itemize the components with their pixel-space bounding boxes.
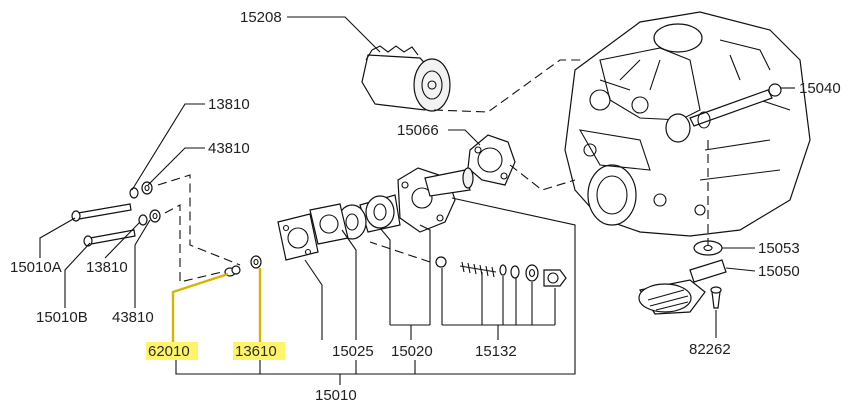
label-43810-top[interactable]: 43810 <box>208 140 250 157</box>
label-15025[interactable]: 15025 <box>332 343 374 360</box>
label-15020[interactable]: 15020 <box>391 343 433 360</box>
leader-lines <box>39 16 795 385</box>
highlight-62010-bg <box>146 342 198 360</box>
label-15208[interactable]: 15208 <box>240 9 282 26</box>
label-13810-mid[interactable]: 13810 <box>86 259 128 276</box>
label-15132[interactable]: 15132 <box>475 343 517 360</box>
oil-filter-part <box>361 45 451 112</box>
label-62010[interactable]: 62010 <box>148 343 190 360</box>
highlight-callout-lines <box>171 268 262 342</box>
label-82262[interactable]: 82262 <box>689 341 731 358</box>
label-13610[interactable]: 13610 <box>235 343 277 360</box>
assembly-dashed-lines <box>157 59 709 283</box>
oil-strainer-part <box>638 240 727 315</box>
oil-pump-assembly <box>277 167 567 287</box>
bolts-and-washers <box>71 181 161 247</box>
label-15010B[interactable]: 15010B <box>36 309 88 326</box>
label-43810-bot[interactable]: 43810 <box>112 309 154 326</box>
label-15050[interactable]: 15050 <box>758 263 800 280</box>
engine-block <box>564 11 811 237</box>
label-13810-top[interactable]: 13810 <box>208 96 250 113</box>
label-15010A[interactable]: 15010A <box>10 259 62 276</box>
label-15066[interactable]: 15066 <box>397 122 439 139</box>
label-15053[interactable]: 15053 <box>758 240 800 257</box>
highlighted-small-parts <box>224 255 262 277</box>
highlight-13610-bg <box>233 342 285 360</box>
gasket-part <box>467 134 516 186</box>
label-15010[interactable]: 15010 <box>315 387 357 404</box>
label-15040[interactable]: 15040 <box>799 80 841 97</box>
